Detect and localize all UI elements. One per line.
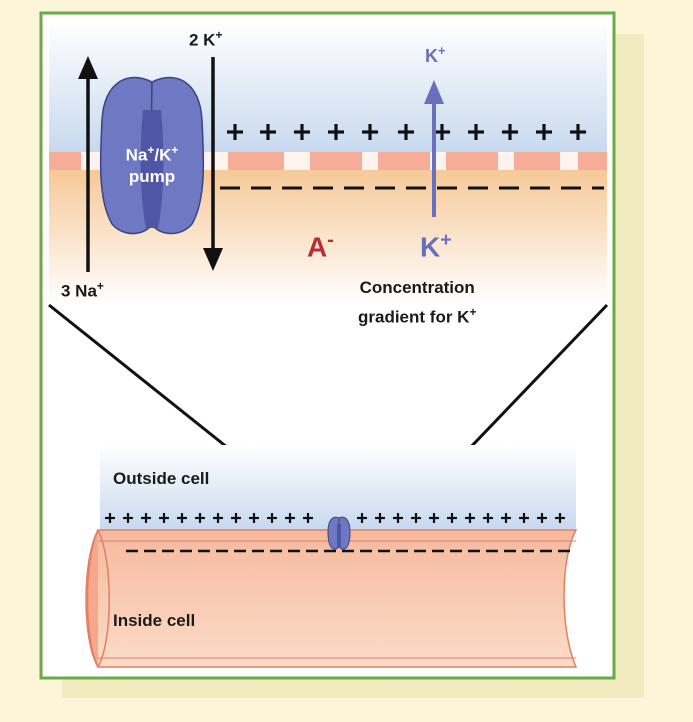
positive-charges-top — [227, 124, 586, 140]
cell-body — [85, 529, 578, 668]
k-inward-arrow — [203, 57, 223, 271]
inside-cell-label: Inside cell — [113, 611, 196, 630]
pump-label-line2: pump — [128, 166, 176, 186]
k-leak-arrow — [424, 80, 444, 217]
lower-extracellular — [100, 445, 576, 530]
na-k-pump — [99, 76, 205, 235]
membrane-band — [49, 152, 607, 170]
k-inside-label: K+ — [420, 229, 452, 263]
na-out-label: 3 Na+ — [61, 279, 104, 301]
k-top-label: K+ — [425, 44, 446, 66]
positive-charges-bottom — [105, 513, 565, 523]
na-outward-arrow — [78, 56, 98, 272]
gradient-label: Concentration gradient for K+ — [358, 276, 476, 330]
pump-label-line1: Na+/K+ — [125, 143, 179, 165]
gradient-label-line2: gradient for K+ — [358, 305, 477, 327]
outside-cell-label: Outside cell — [113, 469, 210, 488]
small-pump — [327, 516, 351, 550]
gradient-label-line1: Concentration — [359, 278, 475, 297]
cell-overview — [85, 445, 578, 668]
k-in-label: 2 K+ — [189, 28, 223, 50]
pump-label: Na+/K+ pump — [104, 140, 200, 187]
anion-label: A- — [307, 229, 334, 263]
zoom-view — [48, 21, 609, 528]
